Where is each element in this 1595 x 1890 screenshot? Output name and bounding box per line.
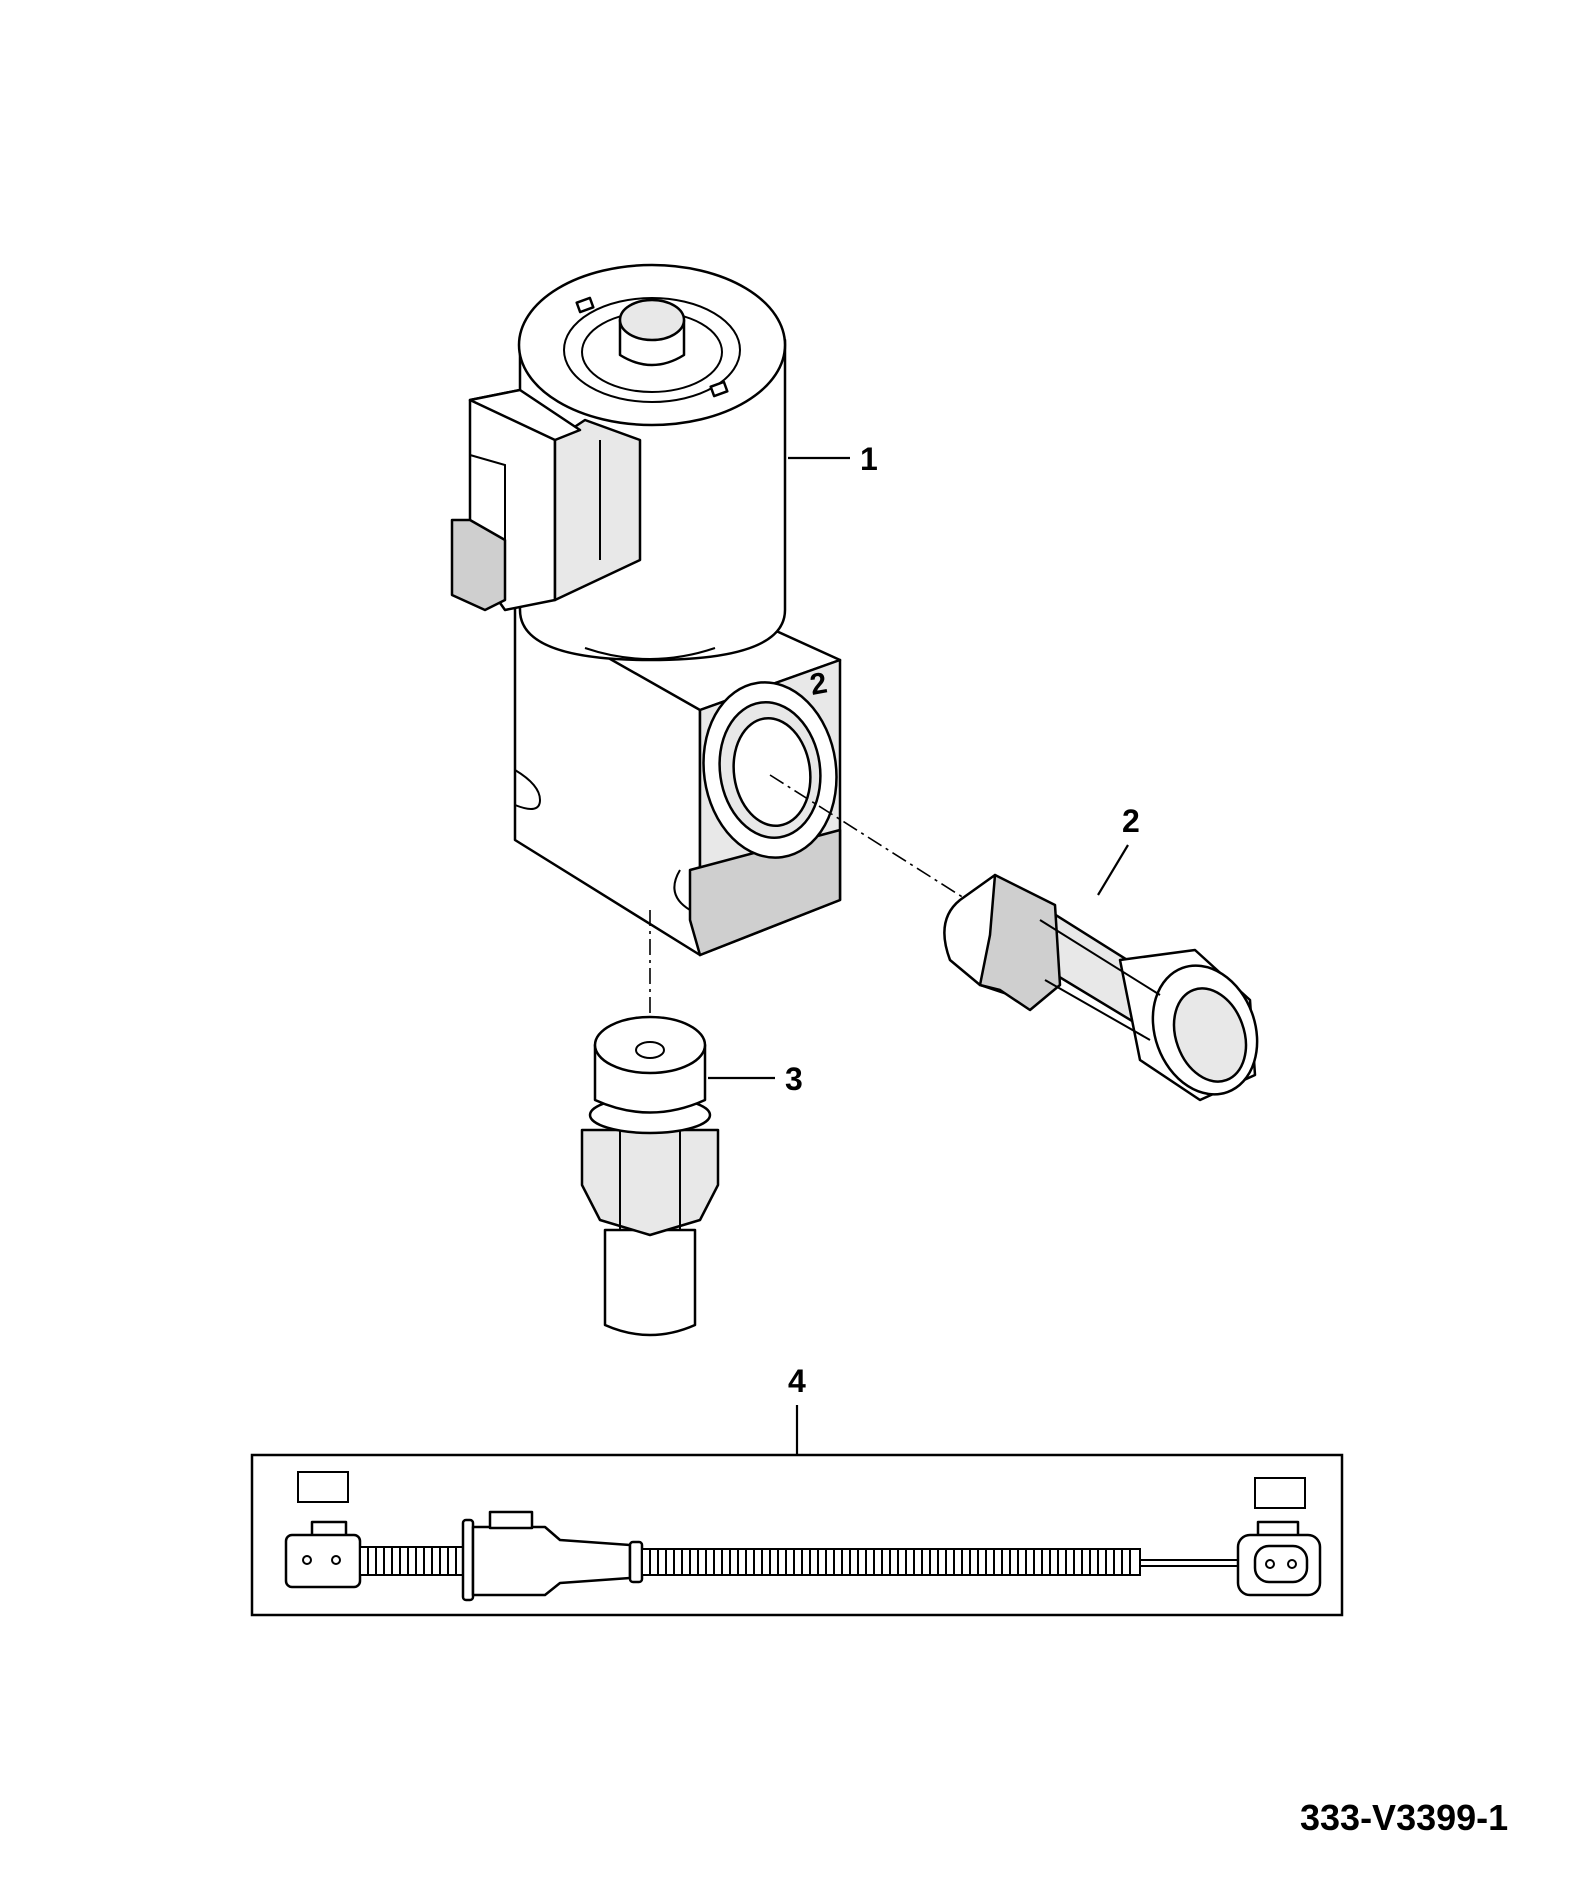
harness-connector-left: [284, 1520, 362, 1589]
centerline-fitting-2: [769, 774, 976, 906]
solenoid-valve: 2 1: [450, 263, 878, 957]
callout-label-2: 2: [1122, 803, 1140, 839]
straight-fitting: 3: [580, 1015, 803, 1337]
adapter-fitting: 2: [943, 803, 1259, 1102]
callout-leader-2: [1097, 844, 1129, 896]
harness-label-box-left: [297, 1471, 349, 1503]
callout-label-3: 3: [785, 1061, 803, 1097]
drawing-reference-number: 333-V3399-1: [1300, 1797, 1508, 1838]
callout-label-1: 1: [860, 441, 878, 477]
coil-connector: [450, 388, 642, 612]
harness-frame: [250, 1453, 1344, 1617]
harness-connector-right: [1236, 1520, 1322, 1597]
wiring-harness: 4: [250, 1363, 1344, 1617]
harness-grommet: [461, 1518, 475, 1602]
port-number-mark: 2: [807, 666, 829, 701]
harness-label-box-right: [1254, 1477, 1306, 1509]
callout-label-4: 4: [788, 1363, 806, 1399]
